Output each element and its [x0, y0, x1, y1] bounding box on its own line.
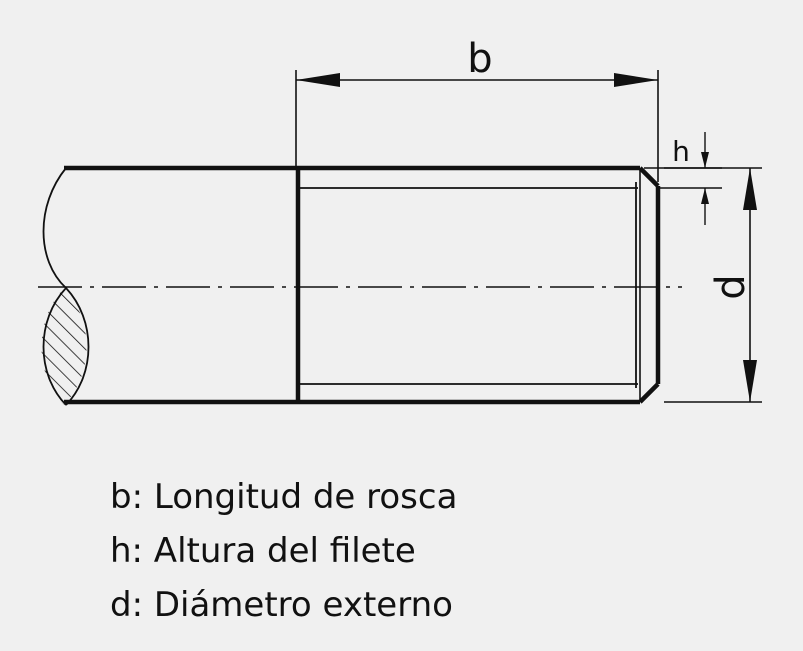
label-b: b: [467, 36, 492, 82]
section-hatch: [41, 288, 87, 405]
label-d: d: [708, 274, 754, 299]
legend-item-d: d: Diámetro externo: [110, 585, 453, 625]
dimension-b: [295, 70, 659, 182]
thread-root-lines: [300, 187, 638, 385]
legend-item-b: b: Longitud de rosca: [110, 477, 458, 517]
dimension-d: [664, 167, 762, 403]
legend: b: Longitud de rosca h: Altura del filet…: [110, 470, 457, 632]
label-h: h: [672, 135, 690, 168]
legend-item-h: h: Altura del filete: [110, 531, 416, 571]
rod-body: [64, 165, 661, 405]
